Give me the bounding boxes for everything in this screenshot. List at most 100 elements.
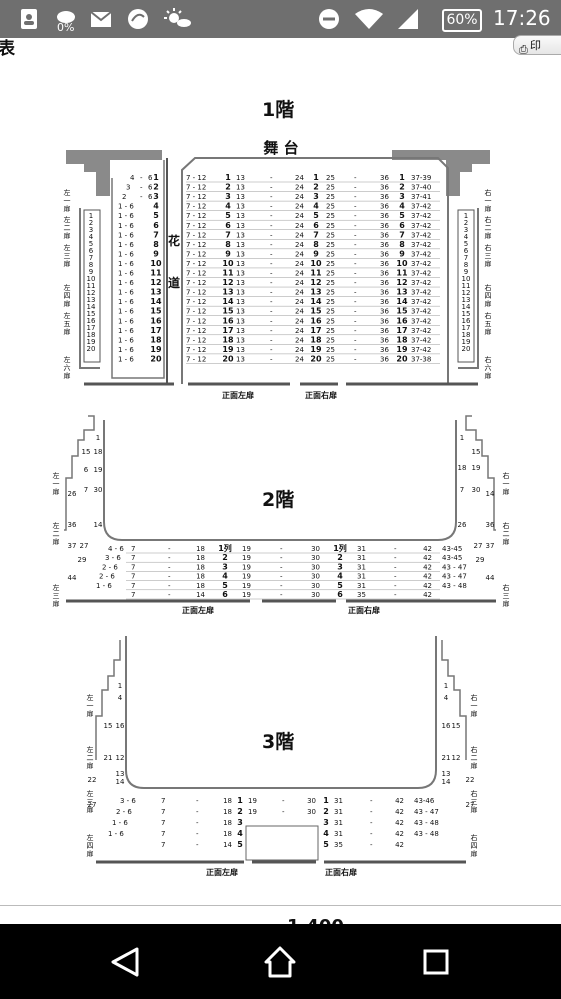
door-front-left: 正面左扉: [182, 605, 214, 615]
seat-range: 7: [161, 797, 165, 805]
seat-range: 1 - 6: [112, 819, 128, 827]
mail-icon: [90, 11, 112, 27]
row-number: 5: [153, 211, 159, 220]
seat-range: 1 - 6: [96, 582, 112, 590]
seat-range: 25: [326, 355, 335, 363]
row-number: 6: [337, 590, 343, 599]
seat-range: 19: [242, 545, 251, 553]
seat-range: 13: [236, 212, 245, 220]
row-number: 2: [399, 183, 405, 192]
door-label-left: 六: [64, 363, 71, 372]
seat-range: 19: [248, 808, 257, 816]
floor1-title: 1階: [262, 99, 295, 121]
side-seat: 11: [462, 282, 471, 290]
seat-range: 37-42: [411, 346, 431, 354]
side-seat: 12: [87, 289, 96, 297]
seat-range: 2 - 6: [102, 563, 118, 571]
side-seat: 18: [94, 448, 103, 456]
side-seat: 1: [89, 212, 93, 220]
seat-range: -: [370, 797, 373, 805]
door-label-right: 扉: [471, 849, 478, 858]
side-seat: 12: [452, 754, 461, 762]
side-seat: 27: [88, 801, 97, 809]
seat-range: 1 - 6: [118, 355, 134, 363]
seat-range: 13: [236, 231, 245, 239]
row-number: 14: [222, 297, 234, 306]
row-number: 16: [396, 316, 408, 325]
seat-range: 3: [126, 184, 130, 192]
seat-range: 13: [236, 184, 245, 192]
row-number: 4: [225, 202, 231, 211]
seat-range: 37-42: [411, 336, 431, 344]
door-label-left: 三: [87, 798, 94, 806]
seat-range: 24: [295, 203, 304, 211]
seat-range: 19: [242, 563, 251, 571]
app-icon: [128, 9, 148, 29]
row-number: 17: [310, 326, 321, 335]
door-label-left: 左: [64, 188, 71, 197]
seat-range: -: [394, 582, 397, 590]
seat-range: 37-42: [411, 231, 431, 239]
side-seat: 37: [68, 542, 77, 550]
row-number: 5: [399, 211, 405, 220]
seat-range: -: [280, 545, 283, 553]
home-icon[interactable]: [240, 924, 320, 999]
seat-range: 36: [380, 184, 389, 192]
seat-range: 24: [295, 241, 304, 249]
side-seat: 27: [466, 801, 475, 809]
seat-range: -: [168, 582, 171, 590]
seat-range: 25: [326, 308, 335, 316]
back-icon[interactable]: [85, 924, 165, 999]
row-number: 13: [396, 288, 407, 297]
seat-range: 43 - 47: [442, 563, 467, 571]
row-number: 5: [337, 581, 343, 590]
side-seat: 3: [89, 226, 93, 234]
side-seat: 2: [464, 219, 468, 227]
door-label-left: 五: [64, 320, 71, 328]
row-number: 19: [396, 345, 408, 354]
side-seat: 18: [87, 331, 96, 339]
seat-range: 42: [423, 573, 432, 581]
seat-range: -: [270, 193, 273, 201]
side-seat: 10: [87, 275, 96, 283]
door-label-right: 三: [503, 592, 510, 600]
row-number: 2: [225, 183, 231, 192]
seat-range: 7 - 12: [186, 260, 206, 268]
side-seat: 16: [462, 317, 471, 325]
side-seat: 14: [462, 303, 471, 311]
seat-range: 25: [326, 250, 335, 258]
seat-range: -: [354, 298, 357, 306]
row-number: 18: [396, 335, 408, 344]
door-label-left: 二: [87, 754, 94, 762]
seat-range: 7: [161, 819, 165, 827]
print-button[interactable]: ⎙ 印: [513, 35, 561, 56]
seat-range: 30: [311, 563, 320, 571]
door-label-left: 左: [53, 521, 60, 530]
door-label-left: 左: [87, 833, 94, 842]
seat-range: 31: [357, 554, 366, 562]
recents-icon[interactable]: [395, 924, 475, 999]
seat-range: 19: [242, 591, 251, 599]
seat-range: 7: [161, 830, 165, 838]
seat-range: 36: [380, 241, 389, 249]
seat-range: 19: [242, 554, 251, 562]
row-number: 7: [399, 230, 405, 239]
seat-range: 24: [295, 289, 304, 297]
seat-range: 36: [380, 308, 389, 316]
door-label-right: 右: [485, 188, 492, 197]
row-number: 9: [153, 249, 159, 258]
seat-range: 37-42: [411, 298, 431, 306]
side-seat: 26: [68, 490, 77, 498]
door-front-right: 正面右扉: [348, 605, 380, 615]
side-seat: 7: [84, 486, 88, 494]
seat-range: -: [280, 563, 283, 571]
seat-range: 31: [357, 563, 366, 571]
seat-range: 30: [307, 808, 316, 816]
seat-range: 42: [395, 819, 404, 827]
seat-range: 1 - 6: [118, 260, 134, 268]
seat-range: 36: [380, 327, 389, 335]
seat-range: -: [196, 830, 199, 838]
seat-range: 18: [196, 554, 205, 562]
